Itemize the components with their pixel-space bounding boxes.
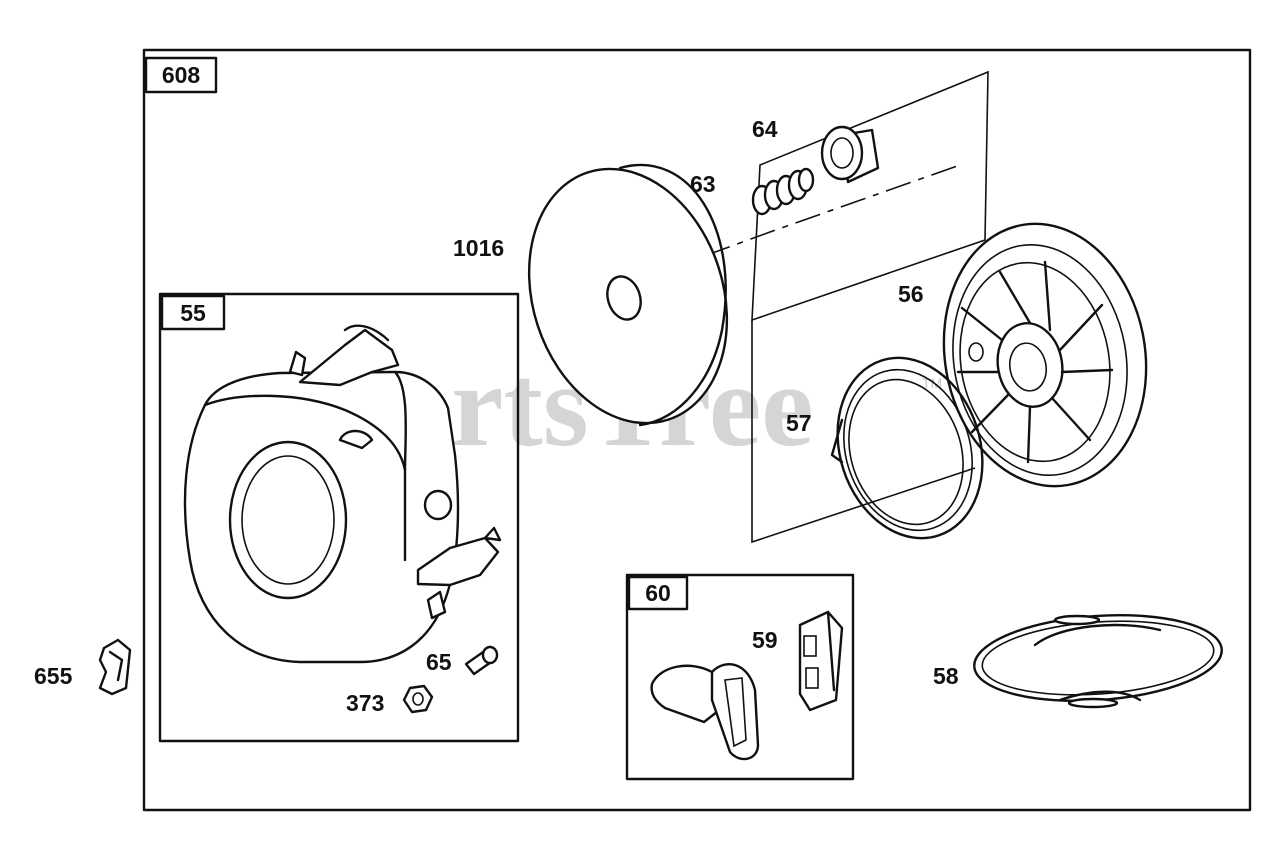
assembly-label: 608: [162, 62, 201, 88]
handle-insert-59: [798, 610, 844, 712]
rope-58: [973, 614, 1223, 709]
handle-kit-label: 60: [645, 580, 671, 606]
handle-kit-label-box: [627, 575, 689, 611]
pulley-56: [942, 222, 1148, 488]
callout-63: 63: [690, 171, 716, 197]
plate-1016: [527, 163, 729, 427]
assembly-frame: [142, 48, 1252, 812]
starter-housing: [183, 324, 502, 664]
screw-65: [464, 645, 499, 676]
exploded-plane: [751, 70, 989, 322]
callout-64: 64: [752, 116, 778, 142]
callout-56: 56: [898, 281, 924, 307]
callout-58: 58: [933, 663, 959, 689]
nut-373: [402, 684, 434, 714]
callout-59: 59: [752, 627, 778, 653]
callout-65: 65: [426, 649, 452, 675]
housing-kit-label-box: [160, 294, 226, 331]
bushing-64: [820, 125, 880, 184]
housing-kit-label: 55: [180, 300, 206, 326]
callout-57: 57: [786, 410, 812, 436]
callout-373: 373: [346, 690, 384, 716]
handle-kit-frame: [625, 573, 855, 781]
starter-handle: [650, 663, 760, 761]
clip-655: [98, 638, 132, 696]
spring-63: [751, 167, 815, 216]
callout-655: 655: [34, 663, 73, 689]
callout-1016: 1016: [453, 235, 504, 261]
assembly-label-box: [144, 56, 218, 94]
rewind-spring-57: [830, 356, 984, 540]
housing-kit-frame: [158, 292, 520, 743]
